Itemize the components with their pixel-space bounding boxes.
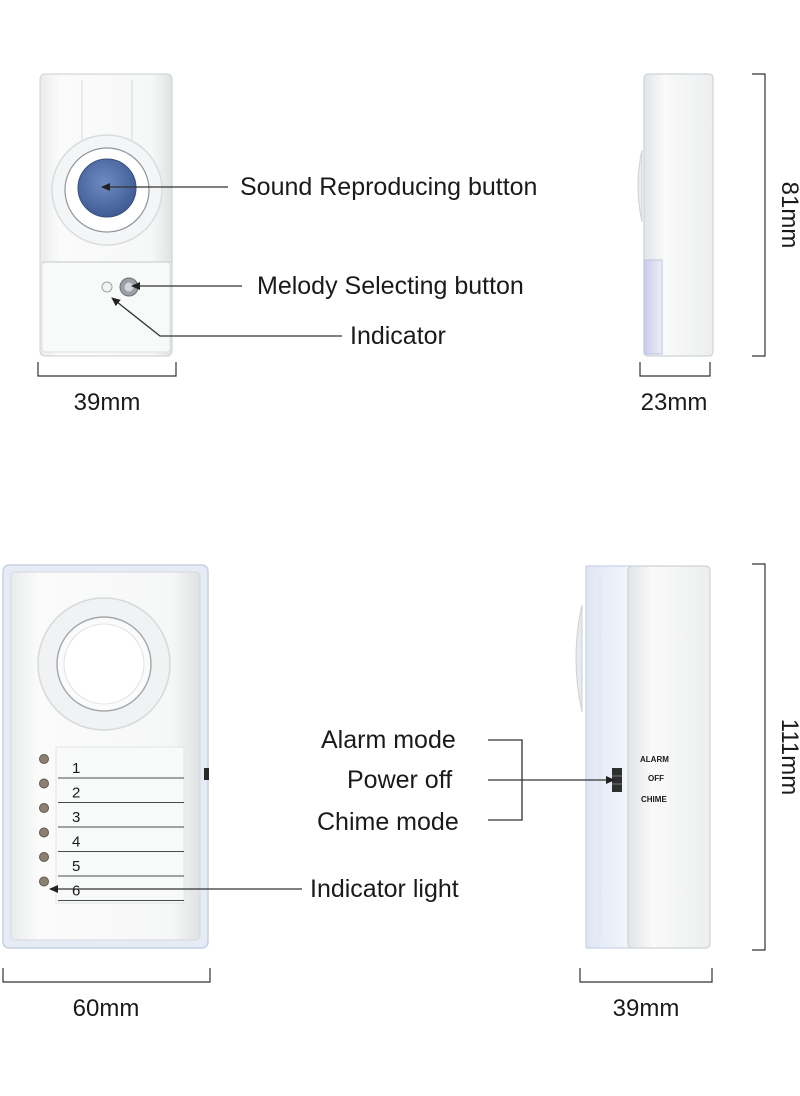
power-off-label: Power off [347, 766, 452, 794]
height-bracket [752, 73, 766, 357]
indicator-icon [101, 281, 113, 293]
melody-number: 5 [72, 858, 80, 875]
melody-number: 1 [72, 760, 80, 777]
melody-button-label: Melody Selecting button [257, 272, 524, 300]
width-bracket [37, 362, 177, 377]
switch-chime-mark: CHIME [641, 795, 667, 804]
depth-bracket [639, 362, 711, 377]
receiver-width-bracket [2, 968, 211, 983]
indicator-light-dot [39, 803, 49, 813]
receiver-front [2, 564, 209, 949]
receiver-depth-label: 39mm [613, 995, 680, 1022]
switch-alarm-mark: ALARM [640, 755, 669, 764]
transmitter-side [637, 73, 714, 357]
indicator-light-dot [39, 852, 49, 862]
melody-list: 1 2 3 4 5 6 [39, 754, 184, 901]
indicator-light-dot [39, 778, 49, 789]
melody-number: 3 [72, 809, 80, 826]
indicator-label: Indicator [350, 322, 446, 350]
sound-button-label: Sound Reproducing button [240, 173, 537, 201]
transmitter-width-label: 39mm [74, 389, 141, 416]
transmitter-depth-label: 23mm [641, 389, 708, 416]
switch-off-mark: OFF [648, 774, 664, 783]
receiver-height-label: 111mm [776, 719, 800, 795]
receiver-side: ALARM OFF CHIME [575, 565, 711, 949]
receiver-depth-bracket [579, 968, 713, 983]
chime-mode-label: Chime mode [317, 808, 459, 836]
indicator-light-dot [39, 876, 49, 887]
indicator-light-dot [39, 754, 49, 764]
alarm-mode-label: Alarm mode [321, 726, 456, 754]
transmitter-front [39, 73, 173, 357]
indicator-light-dot [39, 827, 49, 838]
transmitter-height-label: 81mm [776, 182, 800, 249]
melody-number: 2 [72, 785, 80, 802]
receiver-height-bracket [752, 563, 766, 951]
receiver-width-label: 60mm [73, 995, 140, 1022]
indicator-pointer [111, 297, 342, 337]
melody-number: 4 [72, 834, 80, 851]
indicator-light-label: Indicator light [310, 875, 459, 903]
melody-number: 6 [72, 883, 80, 900]
